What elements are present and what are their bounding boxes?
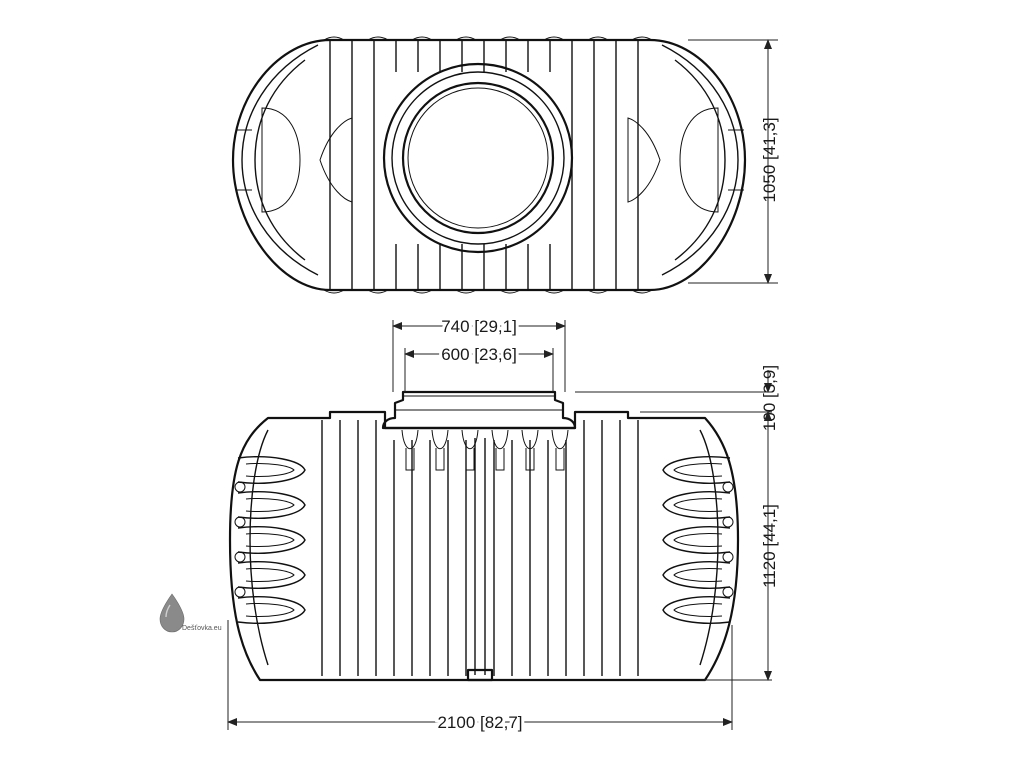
- left-lobe-hole: [234, 516, 246, 528]
- right-lobe-hole: [722, 481, 734, 493]
- side-valley-slot: [435, 448, 445, 471]
- left-lobe-hole: [234, 586, 246, 598]
- left-lobe: [237, 596, 306, 624]
- side-valley: [431, 429, 449, 450]
- right-lobe: [662, 526, 731, 554]
- top-opening-outer: [382, 62, 574, 254]
- top-rib-cap: [323, 36, 345, 41]
- opening-inner-label: 600 [23,6]: [441, 345, 517, 364]
- right-lobe-hole: [722, 586, 734, 598]
- side-valley: [491, 429, 509, 450]
- left-lobe-hole: [234, 481, 246, 493]
- top-rib-cap: [543, 289, 565, 294]
- opening-outer-label: 740 [29,1]: [441, 317, 517, 336]
- side-valley: [521, 429, 539, 450]
- side-valley-slot: [465, 448, 475, 471]
- side-valley-slot: [405, 448, 415, 471]
- top-rib-cap: [499, 289, 521, 294]
- side-valley: [461, 429, 479, 450]
- top-rib-cap: [455, 289, 477, 294]
- neck-height-label: 100 [3,9]: [760, 365, 779, 431]
- top-rib-cap: [367, 36, 389, 41]
- right-lobe-inner: [673, 463, 723, 477]
- left-lobe-hole: [234, 551, 246, 563]
- left-lobe-inner: [245, 533, 295, 547]
- right-lobe-hole: [722, 551, 734, 563]
- right-lobe-inner: [673, 568, 723, 582]
- length-dimension: 2100 [82,7]: [227, 620, 733, 735]
- top-rib-cap: [499, 36, 521, 41]
- side-view-outline: [228, 410, 740, 682]
- right-lobe-inner: [673, 498, 723, 512]
- tank-side-view: [228, 390, 740, 682]
- watermark: Dešťovka.eu: [159, 593, 222, 633]
- water-drop-icon: [159, 593, 185, 633]
- top-rib-cap: [411, 289, 433, 294]
- side-valley-slot: [555, 448, 565, 471]
- left-lobe: [237, 456, 306, 484]
- top-rib-cap: [631, 36, 653, 41]
- opening-inner-dimension: 600 [23,6]: [404, 342, 554, 392]
- left-lobe-inner: [245, 603, 295, 617]
- top-rib-cap: [411, 36, 433, 41]
- left-lobe: [237, 491, 306, 519]
- tank-top-view: [231, 36, 747, 294]
- body-height-label: 1120 [44,1]: [760, 504, 779, 588]
- right-lobe-inner: [673, 533, 723, 547]
- neck-height-dimension: 100 [3,9]: [575, 365, 779, 434]
- top-rib-cap: [367, 289, 389, 294]
- top-rib-cap: [543, 36, 565, 41]
- right-lobe: [662, 491, 731, 519]
- left-lobe-inner: [245, 463, 295, 477]
- top-height-label: 1050 [41,3]: [760, 117, 779, 202]
- right-lobe-hole: [722, 516, 734, 528]
- top-rib-cap: [631, 289, 653, 294]
- side-view-ribs: [321, 420, 639, 676]
- top-opening-inner: [401, 81, 555, 235]
- top-rib-cap: [587, 289, 609, 294]
- side-valley: [551, 429, 569, 450]
- length-label: 2100 [82,7]: [437, 713, 522, 732]
- side-valley-slot: [525, 448, 535, 471]
- side-view-end-lobes: [234, 429, 734, 666]
- side-valley-slot: [495, 448, 505, 471]
- side-valley: [401, 429, 419, 450]
- top-rib-cap: [587, 36, 609, 41]
- left-end-curve: [249, 429, 269, 666]
- left-lobe: [237, 561, 306, 589]
- top-view-outline: [231, 38, 747, 292]
- right-lobe: [662, 561, 731, 589]
- right-lobe-inner: [673, 603, 723, 617]
- top-rib-cap: [323, 289, 345, 294]
- body-height-dimension: 1120 [44,1]: [700, 411, 779, 681]
- left-lobe-inner: [245, 568, 295, 582]
- left-lobe: [237, 526, 306, 554]
- opening-outer-dimension: 740 [29,1]: [392, 314, 566, 392]
- right-lobe: [662, 456, 731, 484]
- top-rib-cap: [455, 36, 477, 41]
- left-lobe-inner: [245, 498, 295, 512]
- right-lobe: [662, 596, 731, 624]
- right-end-curve: [699, 429, 719, 666]
- watermark-text: Dešťovka.eu: [182, 625, 222, 632]
- top-height-dimension: 1050 [41,3]: [688, 39, 779, 284]
